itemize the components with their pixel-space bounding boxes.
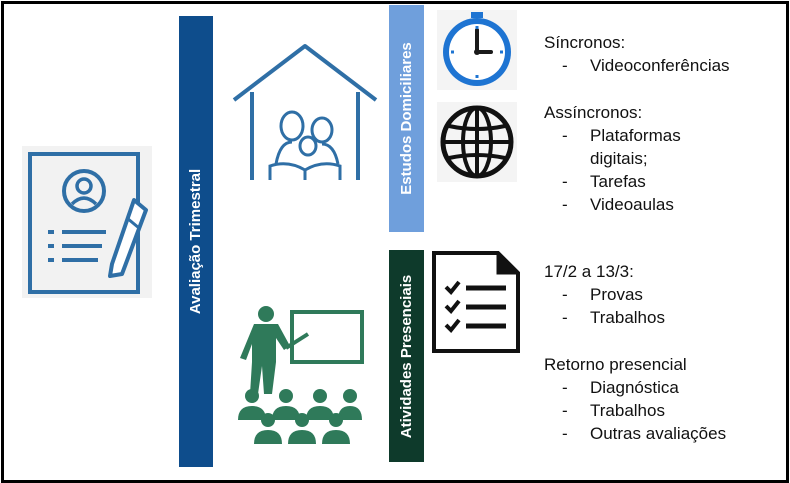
sync-title: Síncronos: bbox=[544, 33, 626, 52]
home-label: Estudos Domiciliares bbox=[398, 42, 415, 195]
dash-mark: - bbox=[562, 285, 568, 304]
async-list: - Plataformas digitais; - Tarefas - Videoau… bbox=[544, 124, 714, 216]
async-title: Assíncronos: bbox=[544, 103, 643, 122]
period-title: 17/2 a 13/3: bbox=[544, 262, 634, 281]
dash-mark: - bbox=[562, 172, 568, 191]
list-item: - Trabalhos bbox=[544, 306, 774, 329]
list-item: - Trabalhos bbox=[544, 399, 779, 422]
checklist-icon bbox=[432, 251, 520, 353]
dash-mark: - bbox=[562, 195, 568, 214]
sync-list: - Videoconferências bbox=[544, 54, 784, 77]
period-list: - Provas - Trabalhos bbox=[544, 283, 774, 329]
sync-item: Videoconferências bbox=[590, 56, 730, 75]
async-item: Plataformas digitais; bbox=[590, 126, 681, 168]
clock-icon bbox=[437, 10, 517, 90]
evaluation-form-icon bbox=[22, 146, 152, 298]
dash-mark: - bbox=[562, 401, 568, 420]
return-block: Retorno presencial - Diagnóstica - Trabalh… bbox=[544, 353, 779, 445]
main-label: Avaliação Trimestral bbox=[187, 168, 205, 315]
return-title: Retorno presencial bbox=[544, 355, 687, 374]
list-item: - Videoaulas bbox=[544, 193, 714, 216]
teacher-class-icon bbox=[234, 304, 364, 446]
async-item: Videoaulas bbox=[590, 195, 674, 214]
dash-mark: - bbox=[562, 126, 568, 145]
list-item: - Plataformas digitais; bbox=[544, 124, 714, 170]
period-item: Provas bbox=[590, 285, 643, 304]
list-item: - Outras avaliações bbox=[544, 422, 779, 445]
globe-icon bbox=[437, 102, 517, 182]
list-item: - Provas bbox=[544, 283, 774, 306]
list-item: - Tarefas bbox=[544, 170, 714, 193]
sync-block: Síncronos: - Videoconferências bbox=[544, 31, 784, 77]
list-item: - Videoconferências bbox=[544, 54, 784, 77]
presential-label: Atividades Presenciais bbox=[398, 274, 416, 438]
return-item: Diagnóstica bbox=[590, 378, 679, 397]
home-label-bar: Estudos Domiciliares bbox=[389, 5, 424, 232]
dash-mark: - bbox=[562, 56, 568, 75]
list-item: - Diagnóstica bbox=[544, 376, 779, 399]
async-block: Assíncronos: - Plataformas digitais; - Tar… bbox=[544, 101, 714, 216]
dash-mark: - bbox=[562, 424, 568, 443]
presential-label-bar: Atividades Presenciais bbox=[389, 250, 424, 462]
return-item: Outras avaliações bbox=[590, 424, 727, 443]
family-home-icon bbox=[230, 42, 380, 182]
period-item: Trabalhos bbox=[590, 308, 665, 327]
async-item: Tarefas bbox=[590, 172, 646, 191]
return-list: - Diagnóstica - Trabalhos - Outras avaliaçõ… bbox=[544, 376, 779, 445]
main-label-bar: Avaliação Trimestral bbox=[179, 16, 213, 467]
dash-mark: - bbox=[562, 308, 568, 327]
return-item: Trabalhos bbox=[590, 401, 665, 420]
period-block: 17/2 a 13/3: - Provas - Trabalhos bbox=[544, 260, 774, 329]
dash-mark: - bbox=[562, 378, 568, 397]
